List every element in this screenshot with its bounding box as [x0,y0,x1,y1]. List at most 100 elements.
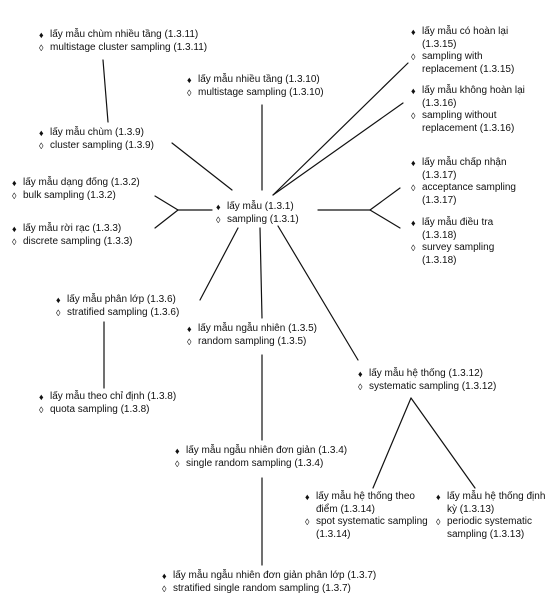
en-term-marker: ◊ [39,404,44,415]
vi-term-marker: ♦ [12,224,17,234]
link-131-1316 [272,102,404,196]
en-term: sampling (1.3.1) [227,213,299,225]
link-1311-139 [102,59,109,123]
node-1-3-6: ♦ lấy mẫu phân lớp (1.3.6) ◊ stratified sa… [56,294,179,319]
node-1-3-7: ♦ lấy mẫu ngẫu nhiên đơn giản phân lớp (1… [162,570,376,595]
node-1-3-13: ♦ lấy mẫu hệ thống định kỳ (1.3.13) ◊ peri… [436,491,554,541]
en-term: quota sampling (1.3.8) [50,403,150,415]
vi-term-marker: ♦ [12,178,17,188]
vi-term: lấy mẫu chùm (1.3.9) [50,127,144,138]
vi-term-marker: ♦ [175,446,180,456]
vi-term: lấy mẫu phân lớp (1.3.6) [67,294,176,305]
en-term-marker: ◊ [175,458,180,469]
node-1-3-5: ♦ lấy mẫu ngẫu nhiên (1.3.5) ◊ random samp… [187,323,317,348]
link-1312-131 [277,225,359,361]
node-1-3-11: ♦lấy mẫu chùm nhiều tầng (1.3.11) ◊multi… [39,29,207,54]
vi-term-marker: ♦ [39,30,44,40]
en-term-marker: ◊ [305,517,310,527]
vi-term-marker: ♦ [436,492,441,502]
link-136-131 [199,227,239,301]
vi-term: lấy mẫu chùm nhiều tầng (1.3.11) [50,29,199,40]
vi-term: lấy mẫu (1.3.1) [227,201,294,212]
link-forkright-1318 [369,209,401,229]
en-term-marker: ◊ [187,87,192,98]
vi-term-marker: ♦ [39,128,44,138]
link-1312-1313 [410,397,476,489]
en-term: sampling without replacement (1.3.16) [422,110,515,134]
en-term-marker: ◊ [39,140,44,151]
link-139-131 [171,142,233,191]
vi-term: lấy mẫu hệ thống định kỳ (1.3.13) [447,491,546,515]
link-1312-1314 [372,397,412,489]
vi-term-marker: ♦ [56,295,61,305]
en-term: spot systematic sampling (1.3.14) [316,516,428,540]
en-term-marker: ◊ [12,236,17,247]
vi-term: lấy mẫu theo chỉ định (1.3.8) [50,391,177,402]
node-1-3-9: ♦ lấy mẫu chùm (1.3.9) ◊ cluster sampling … [39,127,154,152]
en-term: random sampling (1.3.5) [198,335,307,347]
vi-term-marker: ♦ [358,369,363,379]
node-1-3-15: ♦ lấy mẫu có hoàn lại (1.3.15) ◊ sampling … [411,26,526,76]
vi-term: lấy mẫu có hoàn lại (1.3.15) [422,26,509,50]
node-1-3-3: ♦ lấy mẫu rời rạc (1.3.3) ◊ discrete sampl… [12,223,133,248]
link-131-1315 [272,62,409,196]
en-term: stratified single random sampling (1.3.7… [173,582,351,594]
en-term: cluster sampling (1.3.9) [50,139,154,151]
en-term: periodic systematic sampling (1.3.13) [447,516,533,540]
vi-term-marker: ♦ [305,492,310,502]
en-term: survey sampling (1.3.18) [422,242,495,266]
node-1-3-10: ♦ lấy mẫu nhiều tầng (1.3.10) ◊ multistage… [187,74,324,99]
vi-term: lấy mẫu không hoàn lại (1.3.16) [422,85,525,109]
en-term-marker: ◊ [56,307,61,318]
en-term: single random sampling (1.3.4) [186,457,324,469]
en-term: systematic sampling (1.3.12) [369,380,497,392]
vi-term-marker: ♦ [411,86,416,96]
en-term-marker: ◊ [216,214,221,225]
link-133-fork [154,209,179,229]
link-forkright-1317 [369,187,401,211]
node-1-3-16: ♦ lấy mẫu không hoàn lại (1.3.16) ◊ sampli… [411,85,526,135]
en-term-marker: ◊ [187,336,192,347]
link-135-131 [259,227,263,319]
en-term-marker: ◊ [411,52,416,62]
node-1-3-8: ♦ lấy mẫu theo chỉ định (1.3.8) ◊ quota sa… [39,391,176,416]
en-term-marker: ◊ [12,190,17,201]
node-1-3-14: ♦ lấy mẫu hệ thống theo điểm (1.3.14) ◊ sp… [305,491,433,541]
vi-term-marker: ♦ [411,218,416,228]
node-1-3-17: ♦lấy mẫu chấp nhận (1.3.17) ◊acceptance … [411,157,526,207]
vi-term: lấy mẫu hệ thống (1.3.12) [369,368,483,379]
link-132-fork [154,195,179,211]
vi-term: lấy mẫu rời rạc (1.3.3) [23,223,122,234]
en-term: sampling with replacement (1.3.15) [422,51,515,75]
vi-term: lấy mẫu nhiều tầng (1.3.10) [198,74,320,85]
en-term-marker: ◊ [411,183,416,193]
en-term-marker: ◊ [358,381,363,392]
en-term: bulk sampling (1.3.2) [23,189,116,201]
vi-term-marker: ♦ [187,75,192,85]
node-1-3-4: ♦lấy mẫu ngẫu nhiên đơn giản (1.3.4) ◊si… [175,445,347,470]
en-term-marker: ◊ [162,583,167,594]
vi-term: lấy mẫu hệ thống theo điểm (1.3.14) [316,491,415,515]
vi-term-marker: ♦ [411,27,416,37]
en-term: discrete sampling (1.3.3) [23,235,133,247]
vi-term: lấy mẫu ngẫu nhiên đơn giản phân lớp (1.… [173,570,377,581]
vi-term-marker: ♦ [39,392,44,402]
en-term: multistage cluster sampling (1.3.11) [50,41,208,53]
vi-term-marker: ♦ [216,202,221,212]
en-term: acceptance sampling (1.3.17) [422,182,516,206]
vi-term: lấy mẫu điều tra (1.3.18) [422,217,494,241]
node-1-3-12: ♦ lấy mẫu hệ thống (1.3.12) ◊ systematic s… [358,368,496,393]
node-1-3-1: ♦ lấy mẫu (1.3.1) ◊ sampling (1.3.1) [216,201,299,226]
en-term-marker: ◊ [411,243,416,253]
vi-term: lấy mẫu chấp nhận (1.3.17) [422,157,507,181]
en-term-marker: ◊ [436,517,441,527]
en-term: stratified sampling (1.3.6) [67,306,180,318]
vi-term-marker: ♦ [187,324,192,334]
en-term: multistage sampling (1.3.10) [198,86,324,98]
vi-term: lấy mẫu ngẫu nhiên (1.3.5) [198,323,317,334]
vi-term-marker: ♦ [162,571,167,581]
node-1-3-18: ♦ lấy mẫu điều tra (1.3.18) ◊ survey sampl… [411,217,501,267]
vi-term: lấy mẫu dạng đống (1.3.2) [23,177,140,188]
en-term-marker: ◊ [411,111,416,121]
